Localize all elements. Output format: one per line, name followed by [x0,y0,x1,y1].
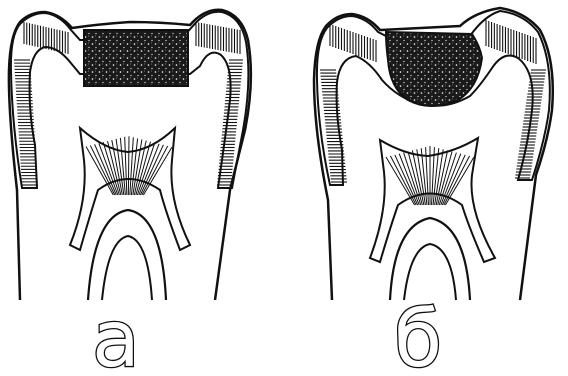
hatch-line [95,144,117,195]
hatch-line [395,155,418,205]
figure-label-a: а [92,295,140,376]
hatch-line [128,136,129,195]
root-canal-b [390,218,470,300]
tooth-figure-a: а [9,10,251,376]
pulp-hatching-a [86,136,172,195]
tooth-figure-b: б [0,0,553,376]
root-canal-inner-b [404,244,456,300]
hatch-line [442,155,465,205]
figure-label-b: б [394,295,442,376]
filling-a [84,30,188,86]
root-canal-a [88,210,166,300]
pulp-chamber-b [370,138,495,262]
root-canal-inner-a [102,236,152,300]
pulp-hatching-b [386,146,474,205]
filling-b [386,32,482,106]
